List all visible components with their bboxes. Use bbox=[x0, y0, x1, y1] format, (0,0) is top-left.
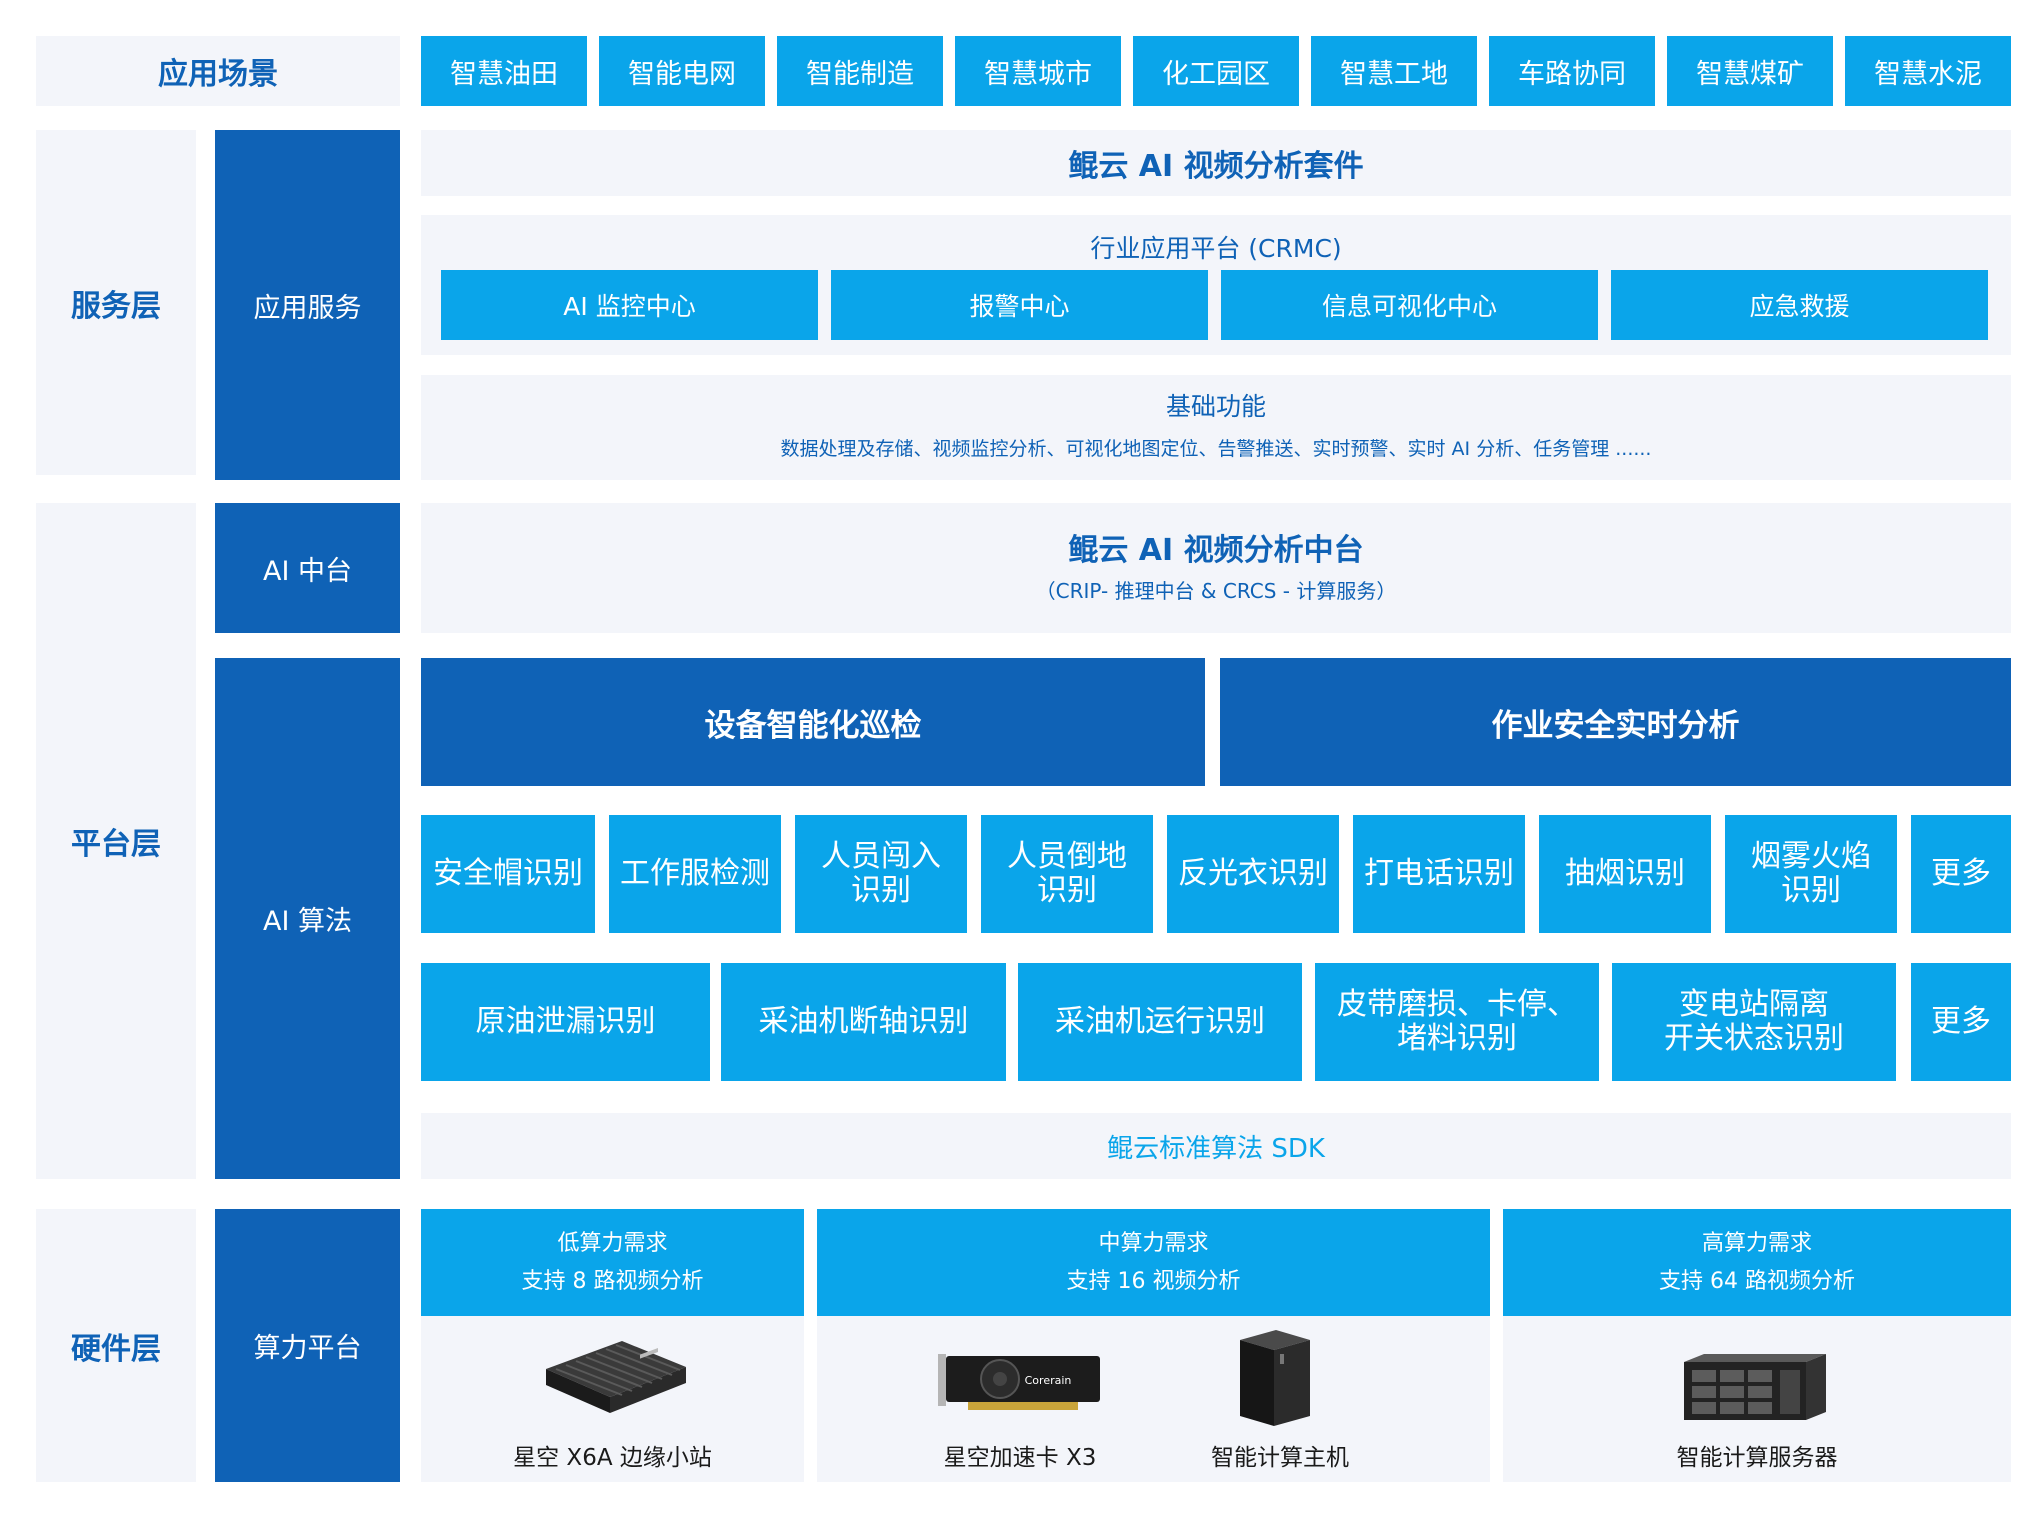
base-functions-panel: 基础功能 数据处理及存储、视频监控分析、可视化地图定位、告警推送、实时预警、实时… bbox=[421, 375, 2011, 480]
center-emergency-rescue: 应急救援 bbox=[1611, 270, 1988, 340]
algo-belt-wear: 皮带磨损、卡停、堵料识别 bbox=[1315, 963, 1599, 1081]
layer-label-platform: 平台层 bbox=[36, 503, 196, 1179]
scenario-construction-site: 智慧工地 bbox=[1311, 36, 1477, 106]
base-functions-desc: 数据处理及存储、视频监控分析、可视化地图定位、告警推送、实时预警、实时 AI 分… bbox=[780, 437, 1652, 460]
ai-center-title: 鲲云 AI 视频分析中台 bbox=[1068, 533, 1364, 568]
center-info-visualization: 信息可视化中心 bbox=[1221, 270, 1598, 340]
scenario-city: 智慧城市 bbox=[955, 36, 1121, 106]
scenario-oilfield: 智慧油田 bbox=[421, 36, 587, 106]
edge-station-image bbox=[546, 1341, 686, 1413]
algo-reflective-vest: 反光衣识别 bbox=[1167, 815, 1339, 933]
algo-helmet: 安全帽识别 bbox=[421, 815, 595, 933]
suite-title: 鲲云 AI 视频分析套件 bbox=[421, 130, 2011, 196]
sublabel-compute-platform: 算力平台 bbox=[215, 1209, 400, 1482]
sublabel-ai-center: AI 中台 bbox=[215, 503, 400, 633]
product-compute-server: 智能计算服务器 bbox=[1676, 1445, 1838, 1471]
algo-line-1: 打电话识别 bbox=[1364, 855, 1514, 891]
layer-label-scenario: 应用场景 bbox=[36, 36, 400, 106]
tier-high: 高算力需求 支持 64 路视频分析 bbox=[1503, 1209, 2011, 1316]
tier-mid: 中算力需求 支持 16 视频分析 bbox=[817, 1209, 1490, 1316]
compute-server-image bbox=[1684, 1354, 1826, 1420]
algo-line-1: 工作服检测 bbox=[620, 855, 770, 891]
card-brand-text: Corerain bbox=[1025, 1374, 1072, 1387]
center-alarm: 报警中心 bbox=[831, 270, 1208, 340]
tier-low-need: 低算力需求 bbox=[557, 1230, 668, 1256]
algo-line-2: 识别 bbox=[1037, 873, 1097, 908]
layer-label-service: 服务层 bbox=[36, 130, 196, 475]
product-compute-host: 智能计算主机 bbox=[1211, 1445, 1349, 1471]
algo-line-1: 变电站隔离 bbox=[1679, 986, 1829, 1022]
tier-high-support: 支持 64 路视频分析 bbox=[1659, 1268, 1855, 1294]
algo-fall: 人员倒地识别 bbox=[981, 815, 1153, 933]
scenario-manufacturing: 智能制造 bbox=[777, 36, 943, 106]
sublabel-ai-algorithm: AI 算法 bbox=[215, 658, 400, 1179]
compute-host-image bbox=[1240, 1330, 1310, 1426]
algo-line-1: 安全帽识别 bbox=[433, 855, 583, 891]
tier-high-need: 高算力需求 bbox=[1701, 1230, 1812, 1256]
ai-center-panel: 鲲云 AI 视频分析中台 （CRIP- 推理中台 & CRCS - 计算服务） bbox=[421, 503, 2011, 633]
algo-line-1: 皮带磨损、卡停、 bbox=[1337, 986, 1577, 1022]
category-equipment-inspection: 设备智能化巡检 bbox=[421, 658, 1205, 786]
product-accelerator-card: 星空加速卡 X3 bbox=[943, 1445, 1097, 1471]
algo-line-2: 识别 bbox=[851, 873, 911, 908]
algo-crude-leak: 原油泄漏识别 bbox=[421, 963, 710, 1081]
algo-phone-call: 打电话识别 bbox=[1353, 815, 1525, 933]
scenario-coal-mine: 智慧煤矿 bbox=[1667, 36, 1833, 106]
base-functions-title: 基础功能 bbox=[1165, 392, 1266, 421]
ai-center-subtitle: （CRIP- 推理中台 & CRCS - 计算服务） bbox=[1035, 578, 1397, 603]
algo-smoking: 抽烟识别 bbox=[1539, 815, 1711, 933]
category-operation-safety: 作业安全实时分析 bbox=[1220, 658, 2011, 786]
algo-line-1: 抽烟识别 bbox=[1565, 855, 1685, 891]
algo-workwear: 工作服检测 bbox=[609, 815, 781, 933]
scenario-chemical-park: 化工园区 bbox=[1133, 36, 1299, 106]
center-ai-monitor: AI 监控中心 bbox=[441, 270, 818, 340]
algo-line-1: 烟雾火焰 bbox=[1751, 838, 1871, 874]
scenario-vehicle-road: 车路协同 bbox=[1489, 36, 1655, 106]
algo-line-1: 更多 bbox=[1931, 855, 1991, 891]
algo-line-1: 采油机运行识别 bbox=[1055, 1003, 1265, 1039]
algo-line-2: 识别 bbox=[1781, 873, 1841, 908]
algo-line-1: 反光衣识别 bbox=[1178, 855, 1328, 891]
algo-line-1: 人员闯入 bbox=[821, 838, 941, 874]
algo-line-2: 堵料识别 bbox=[1397, 1021, 1517, 1056]
algo-more-2: 更多 bbox=[1911, 963, 2011, 1081]
tier-mid-products bbox=[817, 1316, 1490, 1482]
algo-line-2: 开关状态识别 bbox=[1664, 1021, 1844, 1056]
scenario-power-grid: 智能电网 bbox=[599, 36, 765, 106]
algo-pumpjack-shaft: 采油机断轴识别 bbox=[721, 963, 1006, 1081]
tier-low: 低算力需求 支持 8 路视频分析 bbox=[421, 1209, 804, 1316]
algorithm-sdk: 鲲云标准算法 SDK bbox=[421, 1113, 2011, 1179]
tier-low-support: 支持 8 路视频分析 bbox=[521, 1268, 704, 1294]
algo-line-1: 人员倒地 bbox=[1007, 838, 1127, 874]
card-brand-label: Corerain bbox=[1025, 1374, 1072, 1387]
algo-pumpjack-running: 采油机运行识别 bbox=[1018, 963, 1302, 1081]
algo-line-1: 原油泄漏识别 bbox=[475, 1003, 656, 1039]
algo-more-1: 更多 bbox=[1911, 815, 2011, 933]
industry-platform-title: 行业应用平台 (CRMC) bbox=[1090, 234, 1342, 263]
tier-mid-support: 支持 16 视频分析 bbox=[1066, 1268, 1241, 1294]
algo-line-1: 更多 bbox=[1931, 1003, 1991, 1039]
sublabel-app-service: 应用服务 bbox=[215, 130, 400, 480]
scenario-cement: 智慧水泥 bbox=[1845, 36, 2011, 106]
accelerator-card-image: Corerain bbox=[938, 1354, 1100, 1410]
tier-mid-need: 中算力需求 bbox=[1098, 1230, 1209, 1256]
algo-substation-switch: 变电站隔离开关状态识别 bbox=[1612, 963, 1896, 1081]
algo-line-1: 采油机断轴识别 bbox=[758, 1003, 969, 1039]
product-edge-station: 星空 X6A 边缘小站 bbox=[513, 1445, 712, 1471]
algo-smoke-fire: 烟雾火焰识别 bbox=[1725, 815, 1897, 933]
algo-intrusion: 人员闯入识别 bbox=[795, 815, 967, 933]
layer-label-hardware: 硬件层 bbox=[36, 1209, 196, 1482]
